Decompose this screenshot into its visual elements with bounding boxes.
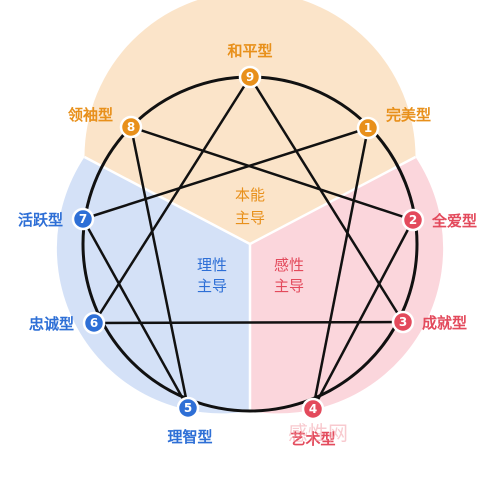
type-node-number: 2 bbox=[409, 213, 417, 227]
type-label-9: 和平型 bbox=[227, 42, 272, 60]
type-nodes: 1 2 3 4 5 6 7 8 9 bbox=[71, 65, 425, 421]
type-label-7: 活跃型 bbox=[18, 211, 63, 229]
heart-center-label: 感性 bbox=[274, 256, 304, 274]
connection-line-4-2 bbox=[311, 219, 415, 410]
type-node-9 bbox=[238, 65, 262, 89]
head-center-label: 主导 bbox=[197, 277, 227, 295]
head-center-region bbox=[56, 157, 251, 414]
type-node-2 bbox=[401, 208, 425, 232]
type-node-number: 7 bbox=[79, 212, 87, 226]
type-node-number: 6 bbox=[90, 316, 98, 330]
watermark-text: 感性网 bbox=[288, 421, 348, 445]
type-node-1 bbox=[356, 116, 380, 140]
type-node-8 bbox=[119, 115, 143, 139]
divider-line bbox=[249, 155, 417, 246]
connection-line-3-6 bbox=[93, 320, 404, 325]
connection-line-5-7 bbox=[81, 218, 190, 409]
type-label-1: 完美型 bbox=[386, 106, 431, 124]
gut-center-label: 本能 bbox=[235, 186, 265, 204]
divider-line bbox=[83, 155, 251, 246]
type-node-number: 1 bbox=[364, 121, 372, 135]
connection-lines bbox=[81, 76, 415, 410]
connection-line-9-3 bbox=[248, 76, 405, 323]
type-node-6 bbox=[82, 311, 106, 335]
type-node-number: 8 bbox=[127, 120, 135, 134]
connection-line-6-9 bbox=[92, 76, 252, 324]
connection-line-1-4 bbox=[311, 127, 370, 410]
type-node-number: 3 bbox=[399, 315, 407, 329]
type-node-number: 9 bbox=[246, 70, 254, 84]
type-label-3: 成就型 bbox=[422, 314, 467, 332]
heart-center-region bbox=[250, 157, 444, 414]
type-label-2: 全爱型 bbox=[431, 212, 477, 230]
type-node-7 bbox=[71, 207, 95, 231]
connection-line-2-8 bbox=[130, 125, 414, 222]
type-node-5 bbox=[176, 396, 200, 420]
type-label-8: 领袖型 bbox=[67, 106, 113, 124]
type-node-number: 4 bbox=[309, 402, 317, 416]
connection-line-7-1 bbox=[82, 126, 369, 221]
type-node-4 bbox=[301, 397, 325, 421]
gut-center-label: 主导 bbox=[235, 209, 265, 227]
head-center-label: 理性 bbox=[197, 256, 227, 274]
type-label-4: 艺术型 bbox=[290, 430, 335, 448]
heart-center-label: 主导 bbox=[274, 277, 304, 295]
type-node-3 bbox=[391, 310, 415, 334]
type-label-6: 忠诚型 bbox=[29, 315, 74, 333]
type-node-number: 5 bbox=[184, 401, 192, 415]
type-label-5: 理智型 bbox=[167, 428, 212, 446]
connection-line-8-5 bbox=[129, 126, 190, 409]
gut-center-region bbox=[84, 0, 416, 244]
